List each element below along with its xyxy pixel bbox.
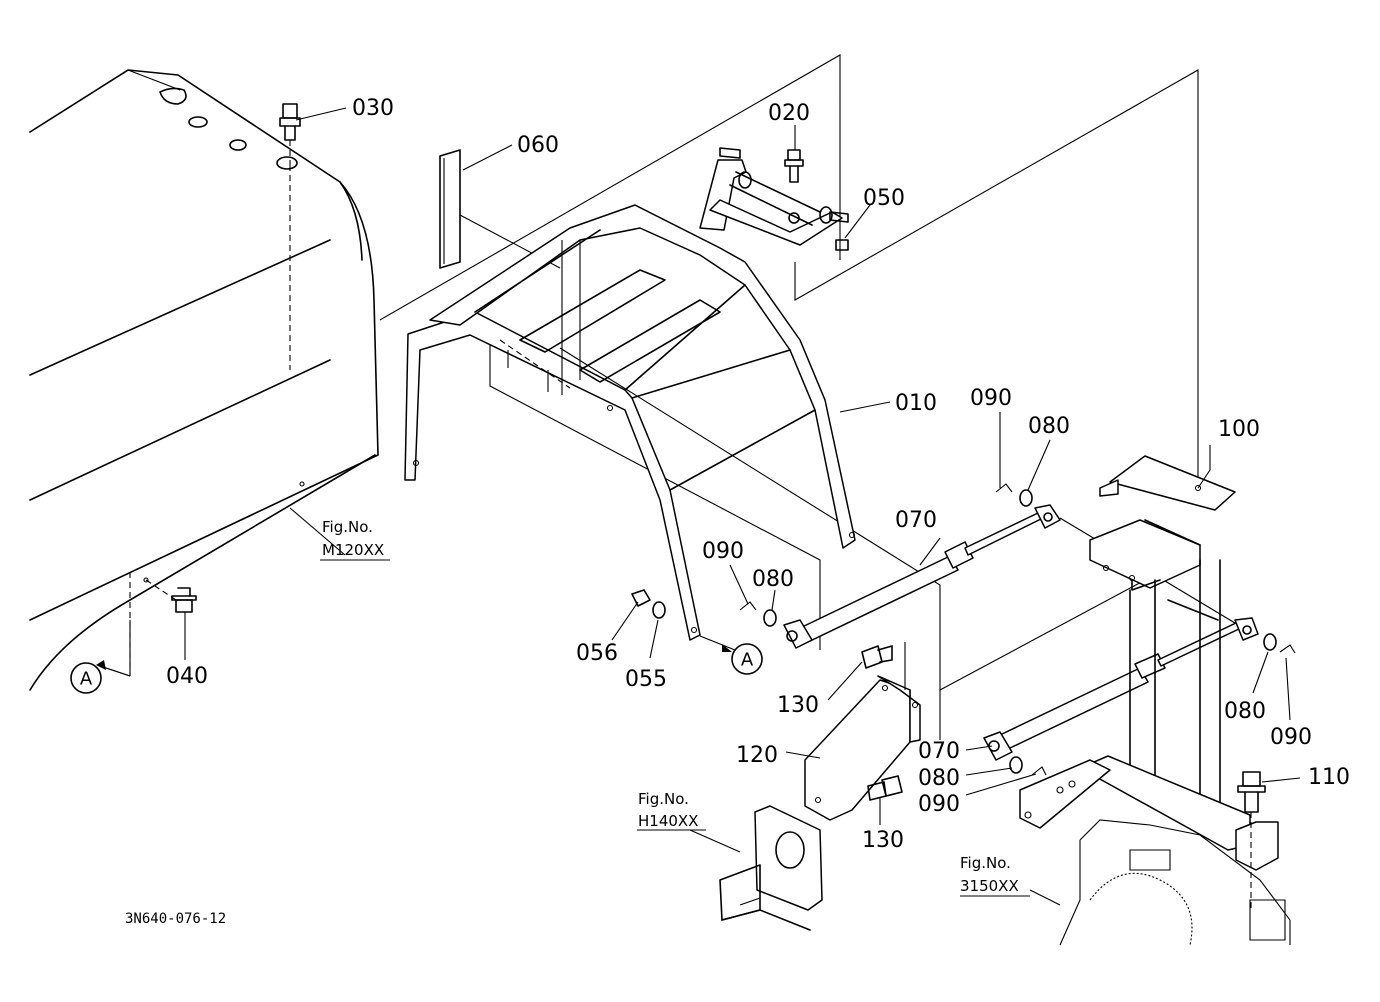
- fig-m120-label: Fig.No.: [322, 518, 373, 536]
- bolt-040: [145, 579, 197, 613]
- label-130-a: 130: [777, 693, 819, 718]
- gas-strut-070-lower: [983, 617, 1259, 761]
- washers-080: [763, 489, 1277, 774]
- clips-090: [739, 483, 1296, 776]
- label-130-b: 130: [862, 828, 904, 853]
- label-090-d: 090: [1270, 725, 1312, 750]
- label-060: 060: [517, 133, 559, 158]
- mount-h140: [719, 805, 823, 931]
- label-120: 120: [736, 743, 778, 768]
- nut-050: [835, 239, 849, 251]
- label-090-c: 090: [918, 792, 960, 817]
- leader-lines: [184, 107, 1301, 906]
- transmission-housing: [1059, 819, 1291, 946]
- fig-3150-code: 3150XX: [960, 877, 1019, 895]
- view-marker-right: A: [731, 643, 763, 675]
- label-056: 056: [576, 641, 618, 666]
- bolt-020: [784, 149, 804, 224]
- label-080-d: 080: [1224, 699, 1266, 724]
- rops-frame-010: [404, 204, 856, 641]
- view-marker-right-text: A: [741, 650, 754, 671]
- gas-strut-070-upper: [783, 504, 1061, 649]
- label-040: 040: [166, 664, 208, 689]
- label-010: 010: [895, 391, 937, 416]
- label-070-a: 070: [895, 508, 937, 533]
- plate-060: [439, 149, 461, 269]
- nut-056: [631, 589, 651, 607]
- label-090-b: 090: [702, 539, 744, 564]
- label-100: 100: [1218, 417, 1260, 442]
- label-030: 030: [352, 96, 394, 121]
- washer-055: [652, 601, 666, 619]
- label-055: 055: [625, 667, 667, 692]
- alignment-lines: [379, 54, 1251, 740]
- bolt-130-upper: [861, 645, 893, 669]
- view-marker-left-text: A: [80, 669, 93, 690]
- fig-m120-code: M120XX: [322, 541, 384, 559]
- drawing-code: 3N640-076-12: [125, 911, 226, 927]
- fig-h140-label: Fig.No.: [638, 790, 689, 808]
- label-080-b: 080: [752, 567, 794, 592]
- label-080-a: 080: [1028, 414, 1070, 439]
- label-090-a: 090: [970, 386, 1012, 411]
- view-marker-left: A: [70, 662, 102, 694]
- bolt-030: [279, 103, 301, 165]
- view-arrows: [96, 635, 741, 677]
- bolt-110: [1237, 771, 1266, 910]
- bracket-120: [804, 642, 921, 821]
- fig-3150-label: Fig.No.: [960, 854, 1011, 872]
- bracket-100: [1079, 455, 1279, 871]
- fig-h140-code: H140XX: [638, 812, 698, 830]
- label-080-c: 080: [918, 766, 960, 791]
- label-050: 050: [863, 186, 905, 211]
- label-110: 110: [1308, 765, 1350, 790]
- label-020: 020: [768, 101, 810, 126]
- mount-plate: [1019, 759, 1111, 829]
- top-bracket: [699, 147, 849, 246]
- bolt-130-lower: [867, 775, 903, 801]
- hood-panel: [29, 69, 379, 691]
- label-070-b: 070: [918, 739, 960, 764]
